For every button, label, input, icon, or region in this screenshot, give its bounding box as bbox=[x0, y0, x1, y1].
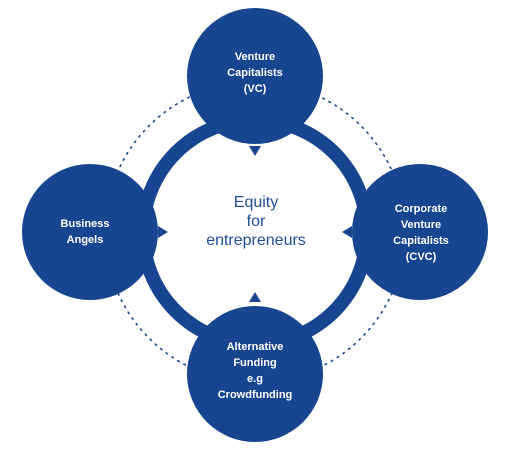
center-title-line-3: entrepreneurs bbox=[206, 231, 306, 249]
node-right-line-2: Venture bbox=[400, 219, 442, 231]
node-bottom-circle bbox=[187, 306, 323, 442]
node-right-line-3: Capitalists bbox=[393, 235, 449, 247]
center-title: Equity for entrepreneurs bbox=[178, 188, 334, 254]
node-right-label: Corporate Venture Capitalists (CVC) bbox=[362, 198, 480, 268]
node-right-line-1: Corporate bbox=[394, 203, 448, 215]
node-left-label: Business Angels bbox=[30, 213, 140, 251]
node-left-line-1: Business bbox=[60, 218, 110, 230]
node-right-line-4: (CVC) bbox=[405, 251, 437, 263]
node-top-label: Venture Capitalists (VC) bbox=[195, 42, 315, 104]
pointer-right bbox=[342, 226, 352, 238]
node-bottom-label: Alternative Funding e.g Crowdfunding bbox=[195, 336, 315, 406]
node-bottom-line-1: Alternative bbox=[226, 341, 284, 353]
pointer-left bbox=[158, 226, 168, 238]
pointer-top bbox=[249, 146, 261, 156]
center-title-line-2: for bbox=[246, 212, 266, 230]
node-left-line-2: Angels bbox=[66, 234, 104, 246]
node-top-line-2: Capitalists bbox=[227, 67, 283, 79]
node-bottom-line-3: e.g bbox=[247, 373, 263, 385]
pointer-bottom bbox=[249, 292, 261, 302]
node-bottom-line-4: Crowdfunding bbox=[217, 389, 293, 401]
node-top-line-1: Venture bbox=[234, 51, 276, 63]
node-bottom-line-2: Funding bbox=[233, 357, 277, 369]
node-top-circle bbox=[187, 8, 323, 144]
node-left-circle bbox=[22, 164, 158, 300]
node-top-line-3: (VC) bbox=[243, 83, 267, 95]
node-right-circle bbox=[352, 164, 488, 300]
center-title-line-1: Equity bbox=[233, 193, 279, 211]
